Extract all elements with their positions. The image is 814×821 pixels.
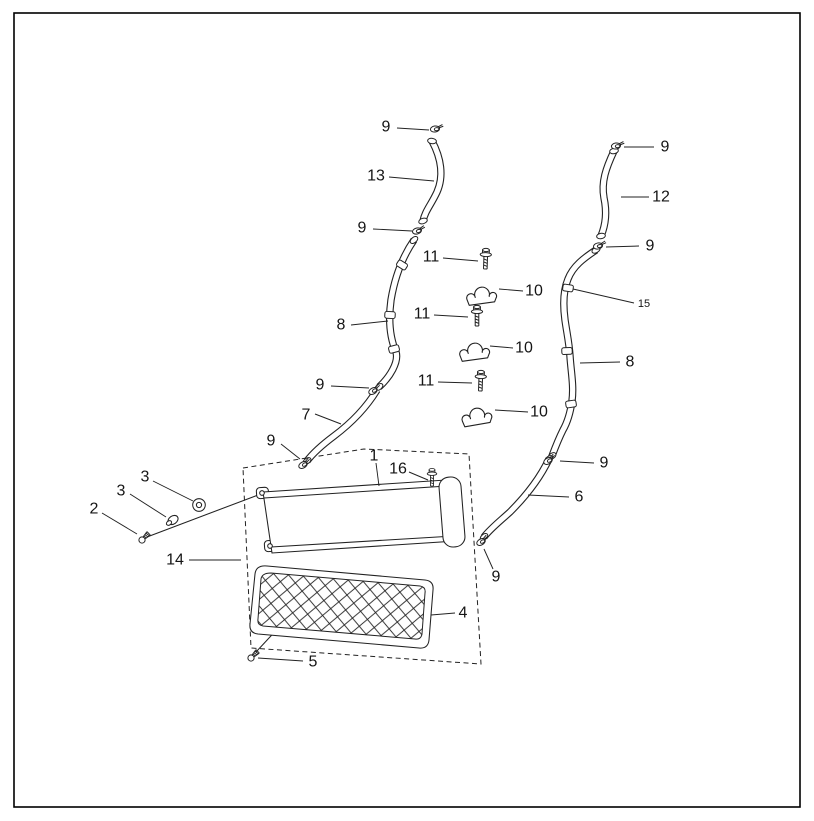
callout-leader-9 bbox=[605, 245, 640, 248]
grille-4 bbox=[249, 565, 434, 649]
callout-label-4: 4 bbox=[459, 605, 468, 622]
callout-leader-6 bbox=[527, 494, 570, 498]
bolt-11 bbox=[479, 247, 493, 270]
callout-leader-11 bbox=[433, 314, 469, 318]
clip-10 bbox=[458, 341, 491, 363]
fastener-axis-line bbox=[146, 494, 259, 538]
callout-leader-9 bbox=[396, 127, 430, 131]
oil-cooler-1 bbox=[255, 468, 466, 554]
tab-hole bbox=[267, 543, 273, 549]
clamp-9 bbox=[592, 240, 608, 251]
hose-8-left bbox=[373, 234, 420, 393]
assembly-boundary-14 bbox=[242, 448, 482, 665]
hose-collar bbox=[564, 399, 578, 409]
callout-leader-9 bbox=[372, 228, 413, 232]
callout-leader-10 bbox=[498, 288, 524, 292]
tab-hole bbox=[259, 490, 265, 496]
bolt-11 bbox=[470, 304, 484, 327]
callout-leader-2 bbox=[101, 512, 138, 535]
callout-label-2: 2 bbox=[90, 501, 99, 518]
callout-label-9: 9 bbox=[492, 569, 501, 586]
figure-border bbox=[13, 12, 801, 808]
callout-label-1: 1 bbox=[370, 448, 379, 465]
callout-label-11: 11 bbox=[414, 306, 431, 323]
callout-leader-15 bbox=[572, 288, 635, 304]
callout-leader-4 bbox=[430, 612, 456, 616]
callout-leader-9 bbox=[330, 385, 370, 389]
hose-6 bbox=[478, 453, 555, 543]
callout-leader-7 bbox=[314, 413, 342, 425]
callout-label-9: 9 bbox=[646, 238, 655, 255]
bolt-11 bbox=[474, 369, 488, 392]
callout-label-14: 14 bbox=[166, 552, 184, 569]
callout-label-15: 15 bbox=[638, 298, 650, 310]
cooler-end-tank bbox=[438, 476, 466, 548]
callout-leader-9 bbox=[483, 548, 494, 570]
callout-leader-11 bbox=[437, 381, 473, 384]
callout-label-6: 6 bbox=[575, 489, 584, 506]
callout-label-11: 11 bbox=[423, 249, 440, 266]
callout-label-9: 9 bbox=[661, 139, 670, 156]
callout-leader-10 bbox=[489, 345, 514, 349]
callout-label-9: 9 bbox=[382, 119, 391, 136]
hose-collar bbox=[384, 310, 396, 320]
callout-leader-16 bbox=[408, 471, 429, 481]
washer-3-hole bbox=[195, 501, 203, 509]
callout-label-11: 11 bbox=[418, 373, 435, 390]
clamp-9 bbox=[411, 224, 427, 236]
callout-label-9: 9 bbox=[358, 220, 367, 237]
screw-2 bbox=[137, 530, 152, 545]
callout-leader-9 bbox=[280, 443, 301, 460]
callout-leader-1 bbox=[375, 462, 380, 487]
clip-10 bbox=[460, 405, 494, 428]
callout-leader-5 bbox=[257, 657, 304, 662]
callout-label-9: 9 bbox=[267, 433, 276, 450]
clip-10 bbox=[465, 285, 498, 307]
hose-13 bbox=[417, 137, 445, 226]
callout-leader-3 bbox=[129, 493, 167, 518]
callout-label-3: 3 bbox=[117, 483, 126, 500]
callout-label-9: 9 bbox=[600, 455, 609, 472]
clamp-9 bbox=[610, 140, 626, 151]
callout-label-3: 3 bbox=[141, 469, 150, 486]
callout-leader-8 bbox=[350, 320, 389, 326]
hose-end-fitting bbox=[595, 232, 607, 240]
callout-label-7: 7 bbox=[302, 407, 311, 424]
hose-7 bbox=[301, 388, 381, 467]
callout-label-10: 10 bbox=[525, 283, 543, 300]
callout-leader-11 bbox=[442, 257, 479, 262]
hose-8-right bbox=[546, 244, 602, 462]
screw-5 bbox=[246, 648, 261, 663]
callout-label-16: 16 bbox=[389, 461, 407, 478]
hose-collar bbox=[561, 346, 573, 356]
callout-label-10: 10 bbox=[530, 404, 548, 421]
hose-end-fitting bbox=[426, 137, 438, 145]
callout-leader-10 bbox=[494, 409, 529, 413]
hose-12 bbox=[595, 146, 620, 240]
callout-label-8: 8 bbox=[626, 354, 635, 371]
clamp-9 bbox=[429, 123, 445, 134]
callout-label-10: 10 bbox=[515, 340, 533, 357]
hose-end-fitting bbox=[417, 216, 429, 226]
callout-label-8: 8 bbox=[337, 317, 346, 334]
diagram-artwork bbox=[137, 123, 626, 665]
callout-leader-3 bbox=[152, 480, 194, 502]
fitting-15 bbox=[561, 283, 575, 293]
callout-label-5: 5 bbox=[309, 654, 318, 671]
callout-label-12: 12 bbox=[652, 189, 670, 206]
callout-leader-9 bbox=[559, 460, 595, 464]
callout-label-13: 13 bbox=[367, 168, 385, 185]
callout-leader-8 bbox=[579, 361, 621, 364]
fitting-3-hole bbox=[165, 520, 173, 526]
callout-label-9: 9 bbox=[316, 377, 325, 394]
callout-leader-13 bbox=[388, 176, 435, 182]
